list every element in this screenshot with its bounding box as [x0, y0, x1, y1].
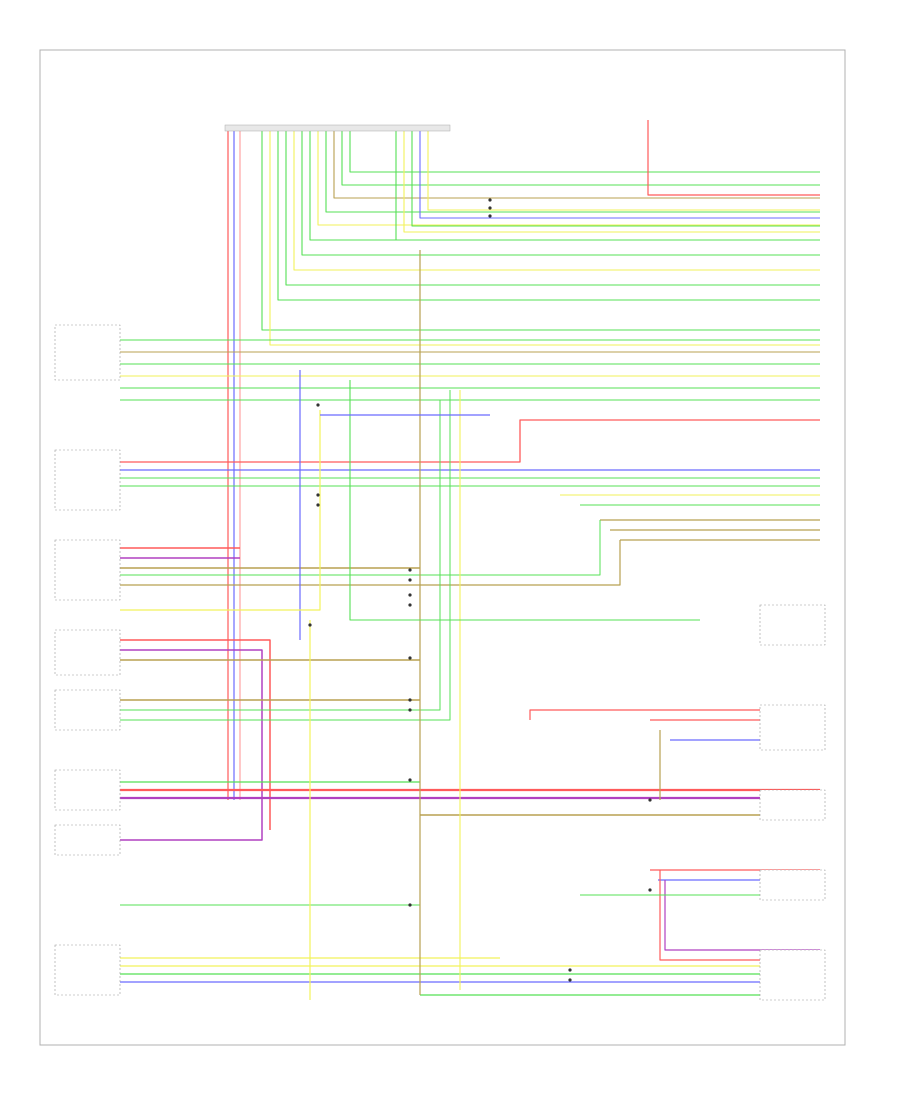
- bus-wire-4: [293, 130, 820, 271]
- bus-wire-2: [277, 130, 820, 301]
- module-layer: [54, 124, 826, 1001]
- mod4-purple: [120, 649, 263, 841]
- green-drop: [120, 520, 601, 576]
- left-module-7: [54, 944, 121, 996]
- bus-wire-3: [285, 130, 820, 286]
- bus2-wire-1: [403, 130, 820, 233]
- right-module-4: [759, 949, 826, 1001]
- bus-wire-8: [325, 130, 820, 213]
- mod5-green-2: [120, 390, 451, 721]
- splice-dot: [316, 503, 320, 507]
- red-run: [120, 419, 820, 463]
- splice-dot: [408, 778, 412, 782]
- bus-wire-0: [261, 130, 820, 331]
- splice-dot: [316, 403, 320, 407]
- rmod1-red: [529, 709, 820, 720]
- mod4-red: [120, 639, 271, 830]
- splice-dot: [408, 656, 412, 660]
- splice-dot: [408, 903, 412, 907]
- fuse-red: [647, 120, 820, 196]
- bus2-wire-4: [427, 130, 820, 211]
- splice-dot: [648, 798, 652, 802]
- splice-dot: [568, 968, 572, 972]
- left-module-1: [54, 449, 121, 511]
- olive-drop: [120, 540, 621, 586]
- bus-wire-7: [317, 130, 820, 226]
- splice-dot: [488, 206, 492, 210]
- diagram-frame: [39, 49, 846, 1046]
- splice-layer: [308, 198, 652, 982]
- wire-layer: [120, 120, 820, 1000]
- bus2-wire-3: [419, 130, 820, 219]
- bus2-wire-2: [411, 130, 820, 227]
- mid-yellow-2: [120, 410, 321, 611]
- left-module-0: [54, 324, 121, 381]
- splice-dot: [408, 708, 412, 712]
- right-module-3: [759, 869, 826, 901]
- splice-dot: [408, 698, 412, 702]
- mod5-green: [120, 400, 441, 711]
- bus-wire-11: [349, 130, 820, 173]
- splice-dot: [568, 978, 572, 982]
- top-connector: [224, 124, 451, 132]
- left-module-6: [54, 824, 121, 856]
- left-module-3: [54, 629, 121, 676]
- splice-dot: [316, 493, 320, 497]
- splice-dot: [648, 888, 652, 892]
- left-module-2: [54, 539, 121, 601]
- right-module-0: [759, 604, 826, 646]
- right-module-2: [759, 789, 826, 821]
- bus-wire-10: [341, 130, 820, 186]
- right-module-1: [759, 704, 826, 751]
- bus2-wire-0: [395, 130, 820, 241]
- bus-wire-1: [269, 130, 820, 346]
- splice-dot: [488, 198, 492, 202]
- left-module-4: [54, 689, 121, 731]
- left-module-5: [54, 769, 121, 811]
- splice-dot: [408, 603, 412, 607]
- splice-dot: [308, 623, 312, 627]
- bus-wire-9: [333, 130, 820, 199]
- center-green-3: [349, 380, 700, 621]
- splice-dot: [488, 214, 492, 218]
- splice-dot: [408, 578, 412, 582]
- bus-wire-5: [301, 130, 820, 256]
- splice-dot: [408, 593, 412, 597]
- splice-dot: [408, 568, 412, 572]
